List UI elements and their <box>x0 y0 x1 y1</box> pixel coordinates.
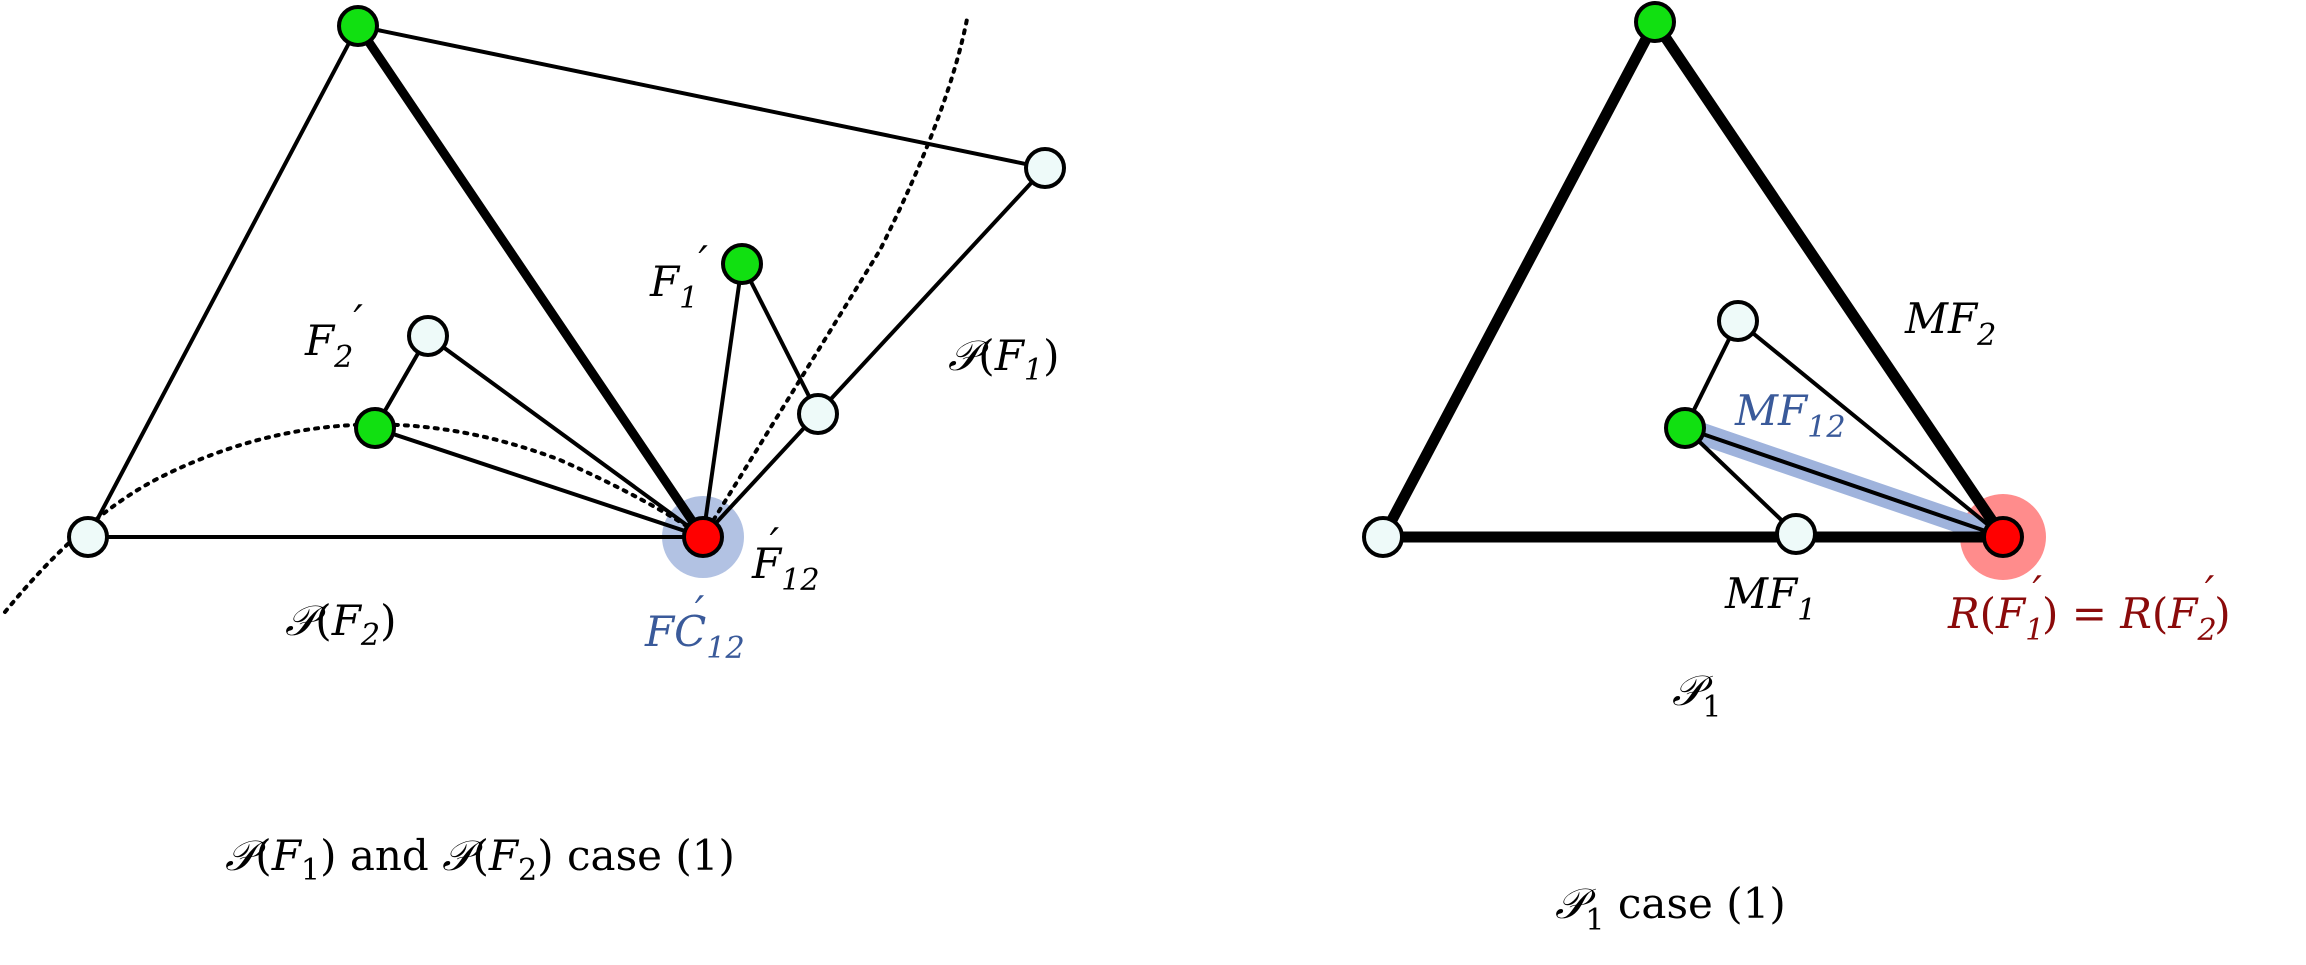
edge-f1-to-mid <box>740 263 820 415</box>
right-diagram: MF2 MF12 MF1 𝒫1 R(F1′) = R(F2′) 𝒫1 case … <box>1362 1 2231 938</box>
node-f12-red <box>682 516 724 558</box>
edge-green-to-base <box>1683 426 1798 536</box>
label-mf2: MF2 <box>1904 294 1996 353</box>
label-p1: 𝒫1 <box>1672 666 1722 725</box>
edge-f1-to-f12 <box>701 263 744 538</box>
right-caption: 𝒫1 case (1) <box>1555 879 1786 938</box>
edge-f2-to-f12 <box>374 426 704 539</box>
node-inner-top-white <box>1717 300 1759 342</box>
label-p-f1: 𝒫(F1) <box>948 331 1059 388</box>
label-mf12: MF12 <box>1734 386 1846 445</box>
node-right-white <box>1024 147 1066 189</box>
label-fc12-prime: FC12′ <box>644 587 745 666</box>
edge-top-right <box>357 24 1046 170</box>
edge-tri-left <box>1378 19 1660 540</box>
left-diagram: F2′ F1′ F12′ FC12′ 𝒫(F1) 𝒫(F2) 𝒫(F1) and… <box>3 5 1066 888</box>
dotted-arc-upper <box>701 12 970 539</box>
label-mf1: MF1 <box>1724 569 1816 628</box>
node-left-white <box>67 516 109 558</box>
label-f12-prime: F12′ <box>751 519 820 598</box>
edge-thick-diagonal <box>354 23 707 540</box>
edge-green-to-r <box>1684 426 2004 539</box>
label-f1-prime: F1′ <box>649 237 708 316</box>
node-f2-small-white <box>407 315 449 357</box>
node-f2-green <box>354 407 396 449</box>
edge-inner-top-to-r <box>1736 319 2005 539</box>
label-p-f2: 𝒫(F2) <box>285 596 396 653</box>
left-caption: 𝒫(F1) and 𝒫(F2) case (1) <box>225 831 735 888</box>
edge-right-node-to-f12 <box>701 166 1047 539</box>
edge-tri-right <box>1650 18 2008 541</box>
label-f2-prime: F2′ <box>304 296 363 375</box>
edge-left-side <box>86 25 360 538</box>
node-f1-green <box>721 243 763 285</box>
node-base-white <box>1775 513 1817 555</box>
node-tri-left-white <box>1362 516 1404 558</box>
node-r-red <box>1982 516 2024 558</box>
node-tri-top-green <box>1634 1 1676 43</box>
node-top-green <box>337 5 379 47</box>
dotted-arc-lower <box>3 422 705 614</box>
node-inner-green <box>1664 407 1706 449</box>
node-mid-white <box>797 393 839 435</box>
edge-top-small-to-f12 <box>426 334 705 539</box>
label-r-equality: R(F1′) = R(F2′) <box>1947 567 2231 648</box>
